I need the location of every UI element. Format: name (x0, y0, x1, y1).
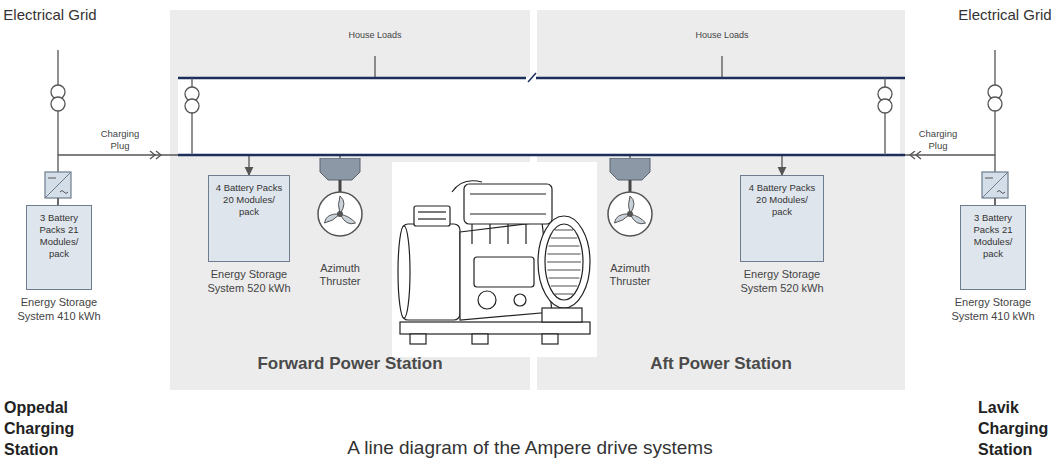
load-label: House Loads (345, 30, 405, 41)
load-label: House Loads (692, 30, 752, 41)
storage-caption: Energy Storage System 410 kWh (11, 296, 107, 324)
battery-box: 4 Battery Packs 20 Modules/ packEnergy S… (740, 175, 824, 296)
thruster-label: Azimuth Thruster (308, 262, 372, 288)
battery-text: 3 Battery Packs 21 Modules/ pack (960, 205, 1026, 290)
generator-illustration (392, 162, 597, 357)
thruster-drawing (598, 158, 662, 262)
station-title: Forward Power Station (170, 354, 530, 374)
ship-transformer (185, 78, 892, 155)
battery-text: 3 Battery Packs 21 Modules/ pack (26, 205, 92, 290)
thruster-symbol: Azimuth Thruster (308, 158, 372, 288)
power-station-panel: Aft Power Station Azimuth Thruster 4 Batte… (537, 10, 905, 390)
station-name: Oppedal Charging Station (4, 398, 94, 460)
battery-box: 4 Battery Packs 20 Modules/ packEnergy S… (208, 175, 290, 296)
edge-label: Charging Plug (95, 128, 145, 151)
thruster-drawing (308, 158, 372, 262)
battery-text: 4 Battery Packs 20 Modules/ pack (740, 175, 824, 262)
bus-ground (178, 78, 900, 155)
storage-caption: Energy Storage System 520 kWh (201, 268, 297, 296)
battery-box: 3 Battery Packs 21 Modules/ packEnergy S… (26, 205, 92, 324)
power-station-panel: Forward Power Station 4 Battery Packs 20 … (170, 10, 530, 390)
grid-label: Electrical Grid (0, 6, 100, 23)
storage-caption: Energy Storage System 410 kWh (945, 296, 1041, 324)
grid-wiring (58, 50, 995, 160)
plug-symbol (150, 151, 921, 159)
battery-text: 4 Battery Packs 20 Modules/ pack (208, 175, 290, 262)
station-name: Lavik Charging Station (978, 398, 1054, 460)
battery-box: 3 Battery Packs 21 Modules/ packEnergy S… (960, 205, 1026, 324)
thruster-label: Azimuth Thruster (598, 262, 662, 288)
ship-bus (178, 73, 905, 155)
caption: A line diagram of the Ampere drive syste… (200, 437, 860, 459)
station-title: Aft Power Station (537, 354, 905, 374)
grid-label: Electrical Grid (955, 6, 1055, 23)
thruster-symbol: Azimuth Thruster (598, 158, 662, 288)
storage-caption: Energy Storage System 520 kWh (734, 268, 830, 296)
edge-label: Charging Plug (913, 128, 963, 151)
